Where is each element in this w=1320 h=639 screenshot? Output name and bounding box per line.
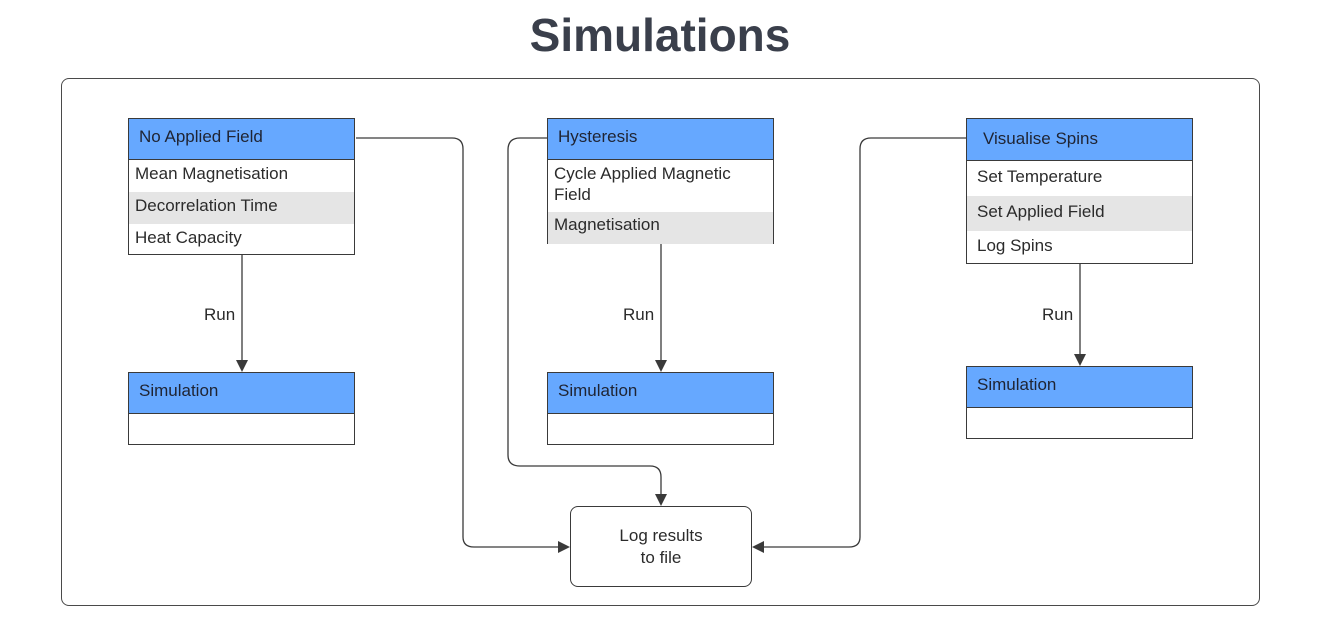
diagram-title: Simulations [529, 9, 791, 61]
class-row: Heat Capacity [135, 228, 242, 247]
simulation-box-visualise[interactable]: Simulation [966, 366, 1193, 439]
simulation-header: Simulation [129, 373, 354, 414]
class-row: Decorrelation Time [129, 192, 354, 224]
log-results-box[interactable]: Log results to file [570, 506, 752, 587]
class-visualise-spins[interactable]: Visualise Spins Set Temperature Set Appl… [966, 118, 1193, 264]
log-line-1: Log results [619, 525, 703, 545]
run-label: Run [1042, 305, 1074, 324]
class-hysteresis[interactable]: Hysteresis Cycle Applied Magnetic Field … [547, 118, 774, 244]
class-row: Set Temperature [977, 167, 1103, 186]
class-header: Hysteresis [548, 119, 773, 160]
class-row: Set Applied Field [967, 196, 1192, 231]
class-row: Log Spins [977, 236, 1053, 255]
simulation-header: Simulation [967, 367, 1192, 408]
connector-hysteresis-to-log [507, 137, 667, 506]
diagram-frame [61, 78, 1260, 606]
class-row: Magnetisation [548, 212, 773, 244]
simulation-box-no-field[interactable]: Simulation [128, 372, 355, 445]
connector-visualise-to-log [752, 137, 966, 553]
class-header: Visualise Spins [967, 119, 1192, 161]
run-label: Run [623, 305, 655, 324]
class-row: Cycle Applied Magnetic Field [554, 164, 731, 204]
class-header: No Applied Field [129, 119, 354, 160]
simulation-box-hysteresis[interactable]: Simulation [547, 372, 774, 445]
run-label: Run [204, 305, 236, 324]
log-line-2: to file [640, 547, 682, 567]
simulation-header: Simulation [548, 373, 773, 414]
class-no-applied-field[interactable]: No Applied Field Mean Magnetisation Deco… [128, 118, 355, 255]
connector-no-field-to-log [356, 137, 570, 553]
class-row: Mean Magnetisation [135, 164, 289, 183]
